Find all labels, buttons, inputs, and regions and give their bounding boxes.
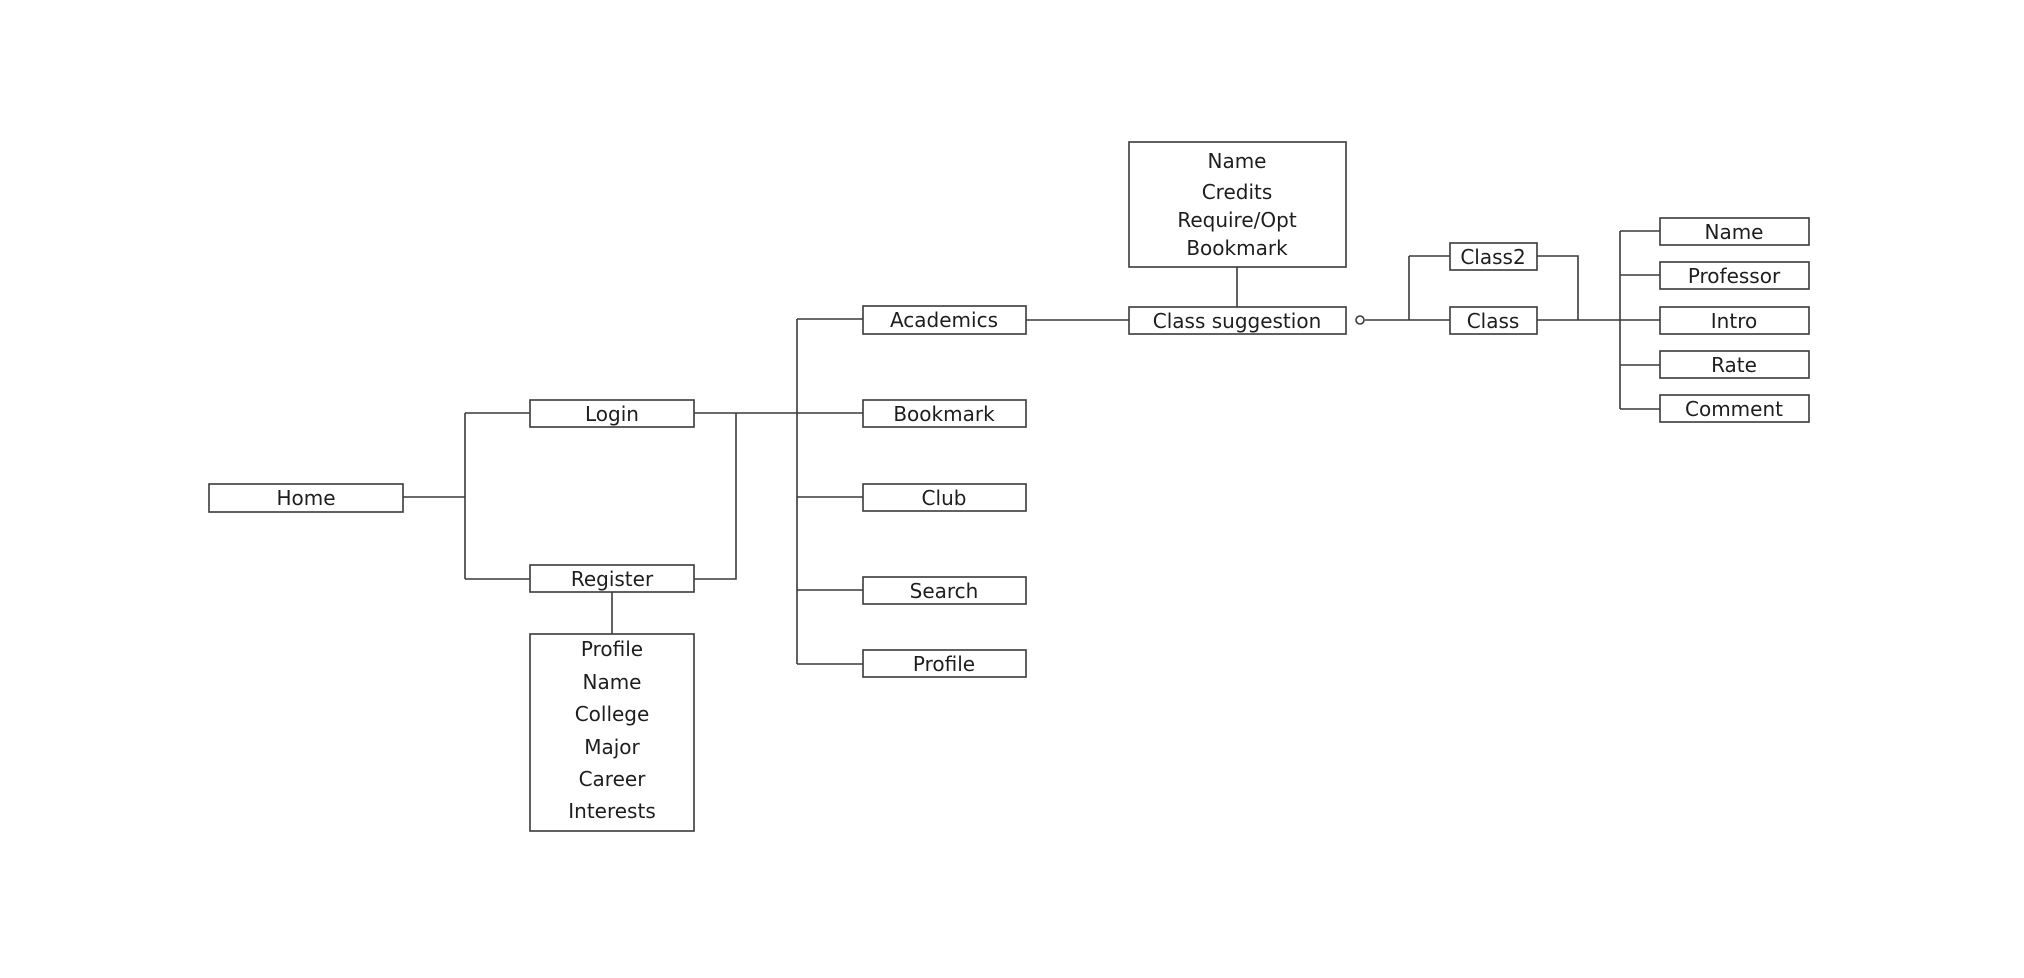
node-register: Register [529, 564, 695, 593]
node-club-label: Club [922, 486, 967, 510]
node-academics: Academics [862, 305, 1027, 335]
node-class-field-name: Name [1659, 217, 1810, 246]
connectors [403, 230, 1660, 665]
register-profile-field: Career [579, 767, 647, 791]
class-field-label: Intro [1711, 309, 1757, 333]
class-field-label: Name [1704, 220, 1763, 244]
node-register-label: Register [571, 567, 654, 591]
node-bookmark: Bookmark [862, 399, 1027, 428]
node-class-field-intro: Intro [1659, 306, 1810, 335]
node-class-field-rate: Rate [1659, 350, 1810, 379]
node-class-field-comment: Comment [1659, 394, 1810, 423]
node-academics-label: Academics [890, 308, 998, 332]
class-field-label: Rate [1711, 353, 1757, 377]
class-field-label: Professor [1688, 264, 1781, 288]
node-home: Home [208, 483, 404, 513]
register-profile-field: Interests [568, 799, 656, 823]
class-detail-field: Require/Opt [1177, 208, 1296, 232]
node-login-label: Login [585, 402, 639, 426]
node-login: Login [529, 399, 695, 428]
node-home-label: Home [276, 486, 335, 510]
node-class-field-professor: Professor [1659, 261, 1810, 290]
node-class-details: Name Credits Require/Opt Bookmark [1128, 141, 1347, 268]
register-profile-field: Major [584, 735, 640, 759]
class-detail-field: Credits [1202, 180, 1273, 204]
connector-class2-out [1537, 255, 1579, 320]
class-detail-field: Bookmark [1186, 236, 1288, 260]
node-class2-label: Class2 [1460, 245, 1525, 269]
register-profile-field: Profile [581, 637, 643, 661]
node-club: Club [862, 483, 1027, 512]
optional-marker-circle [1355, 315, 1365, 325]
node-class-label: Class [1467, 309, 1520, 333]
node-class-suggestion-label: Class suggestion [1153, 309, 1322, 333]
node-register-profile: Profile Name College Major Career Intere… [529, 633, 695, 832]
node-profile-label: Profile [913, 652, 975, 676]
node-search: Search [862, 576, 1027, 605]
node-profile: Profile [862, 649, 1027, 678]
node-class: Class [1449, 306, 1538, 335]
node-search-label: Search [910, 579, 979, 603]
class-detail-field: Name [1207, 149, 1266, 173]
node-class2: Class2 [1449, 242, 1538, 271]
node-bookmark-label: Bookmark [893, 402, 995, 426]
register-profile-field: Name [582, 670, 641, 694]
node-class-suggestion: Class suggestion [1128, 306, 1347, 335]
class-field-label: Comment [1685, 397, 1783, 421]
connector-register-out [694, 413, 737, 580]
register-profile-field: College [575, 702, 650, 726]
